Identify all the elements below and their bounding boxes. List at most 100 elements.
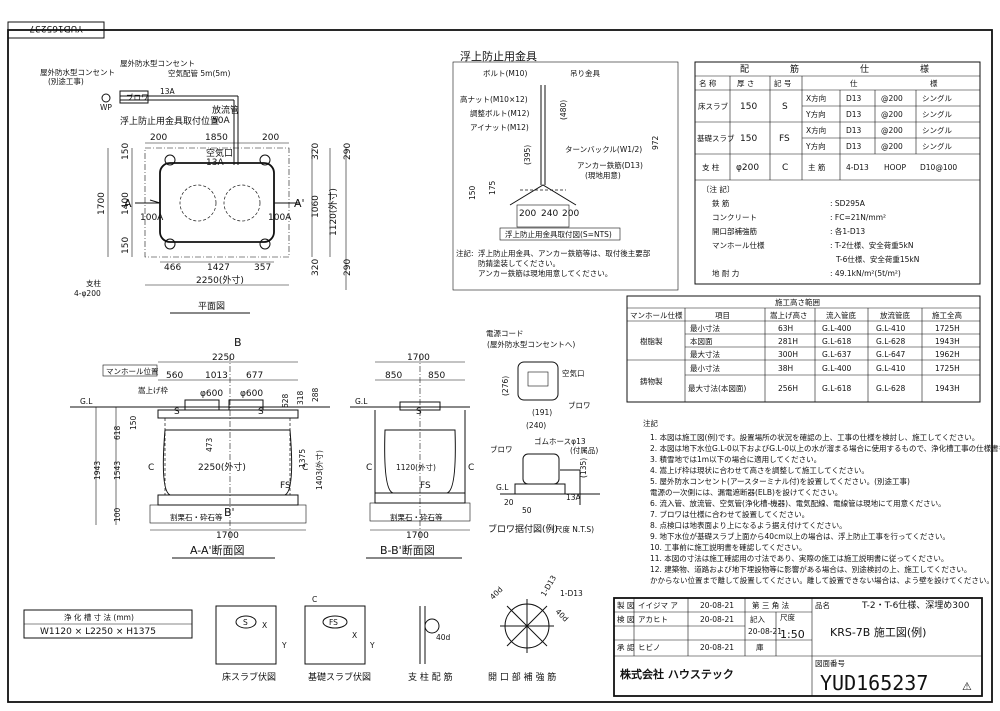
rebar-r1-thick: 150 [740,102,757,112]
sheet-border [7,29,993,703]
rebar-h-spec1: 仕 [850,78,858,88]
anchor-detail-title: 浮上防止用金具 [460,49,537,63]
rebar-r2-name: 基礎スラブ [697,133,735,143]
aa-phi600b: φ600 [240,389,263,399]
tb-drawing-no: YUD165237 [820,671,928,695]
plan-blower [119,90,149,104]
rebar-post-main-val: 4-D13 [846,163,869,172]
note-8: 8. 点検口は地表面より上になるよう据え付けてください。 [650,520,847,530]
anchor-d200a: 200 [519,209,536,219]
rebar-r2-dir2: Y方向 [805,141,826,151]
aa-fs: FS [280,481,291,491]
rebar-r1-pitch1: @200 [881,94,903,103]
floor-slab-sym: S [243,618,248,627]
post-3 [164,238,176,250]
tb-name-2: アカヒト [638,615,668,624]
spec-v-3: : 各1-D13 [830,226,865,236]
tb-role-3: 承 認 [617,642,635,652]
anchor-d200b: 200 [562,209,579,219]
dim-left-1700: 1700 [97,192,107,215]
spec-v-5: T-6仕様、安全荷重15kN [835,254,919,264]
anchor-adj-bolt: 調整ボルト(M12) [470,108,529,118]
ct-h5: 施工全高 [932,310,962,320]
anchor-rebar-note: (現地用意) [585,170,621,180]
post-rebar-title: 支 柱 配 筋 [408,671,453,683]
bl-d50: 50 [522,506,532,515]
tb-scale: 1:50 [780,628,805,641]
aa-d1375: 1375 [298,449,307,468]
bl-d20: 20 [504,498,514,507]
post-4 [259,238,271,250]
rebar-post-hoop-val: D10@100 [920,163,957,172]
spec-v-6: : 49.1kN/m²(5t/m²) [830,269,901,278]
bb-d1700-top: 1700 [407,353,430,363]
aa-d473: 473 [205,437,214,452]
anchor-eye-nut: アイナット(M12) [470,123,529,132]
bl-hose-note: (付属品) [570,445,598,455]
opening-rebar-d13b: 1-D13 [560,589,583,598]
note-12: 12. 建築物、道路および地下埋設物等に影響がある場合は、別途検討の上、施工して… [650,564,971,574]
bl-outlet: (屋外防水型コンセントへ) [487,339,575,349]
label-inlet-100a: 100A [140,213,164,223]
bl-cord: 電源コード [486,329,524,338]
bb-inner: 1120(外寸) [396,462,436,472]
tb-company: 株式会社 ハウステック [620,667,734,681]
note-1: 1. 本図は施工図(例)です。設置場所の状況を確認の上、工事の仕様を検討し、施工… [650,432,979,442]
note-9: 9. 地下水位が基礎スラブ上面から40cm以上の場合は、浮上防止工事を行ってくだ… [650,531,950,541]
plan-tank [159,162,275,243]
bl-d135: (135) [579,458,588,478]
floor-slab-title: 床スラブ伏図 [222,671,276,683]
note-5: 5. 屋外防水コンセント(アースターミナル付)を設置してください。(別途工事) [650,476,910,486]
bb-title: B-B'断面図 [380,543,435,557]
ct-g1-r2-c3: G.L-618 [822,337,851,346]
dim-top-200-right: 200 [262,133,279,143]
spec-v-2: : FC=21N/mm² [830,213,886,222]
ct-g1-r3-c4: G.L-647 [876,350,905,359]
spec-k-1: 鉄 筋 [712,198,730,208]
bl-d240: (240) [526,421,546,430]
label-air-13a: 13A [206,158,224,168]
floor-slab-x: X [262,621,267,630]
plan-view: 屋外防水型コンセント (別途工事) 屋外防水型コンセント WP ブロワ 空気配管… [40,58,353,314]
dim-right-320-bot: 320 [311,259,321,276]
bl-air-port: 空気口 [562,368,585,378]
dim-top-200-left: 200 [150,133,167,143]
rebar-title-2: 筋 [790,63,799,75]
rebar-post-main: 主 筋 [808,162,826,172]
found-slab-x: X [352,631,357,640]
rebar-post-name: 支 柱 [702,162,720,172]
ct-g1-r3-c5: 1962H [935,350,960,359]
label-post-spec: 4-φ200 [74,289,101,298]
dim-left-1400: 1400 [121,192,131,215]
rebar-r2-pitch2: @200 [881,142,903,151]
bb-d850a: 850 [385,371,402,381]
opening-rebar-title: 開 口 部 補 強 筋 [488,671,556,683]
bl-13a: 13A [566,493,582,502]
rebar-r1-sym: S [782,102,788,112]
spec-k-6: 地 耐 力 [712,268,739,278]
size-box-title: 浄 化 槽 寸 法 (mm) [64,612,134,622]
tb-rev-role: 庫 [756,642,764,652]
bl-title: ブロワ据付図(例) [488,523,558,535]
found-slab-c: C [312,595,317,604]
label-wp: WP [100,103,112,112]
post-2 [259,154,271,166]
label-a-right: A' [294,197,305,210]
ct-g2-r1-c4: G.L-410 [876,364,905,373]
note-12b: かからない位置まで離して設置してください。離して設置できない場合は、よう壁を設け… [650,575,994,585]
bl-blower2: ブロワ [490,444,513,454]
bb-d850b: 850 [428,371,445,381]
bb-c1: C [366,463,372,473]
bb-gravel: 割栗石・砕石等 [390,512,443,522]
ct-h3: 流入管底 [826,310,856,320]
aa-d560: 560 [166,371,183,381]
ct-g2-r1-c2: 38H [778,364,793,373]
aa-manhole-pos: マンホール位置 [106,366,159,376]
blower-detail: 電源コード (屋外防水型コンセントへ) 空気口 ブロワ ゴムホースφ13 (付属… [486,329,600,535]
aa-2250-inner: 2250(外寸) [198,461,246,473]
aa-d1700: 1700 [216,531,239,541]
label-outdoor-outlet2: 屋外防水型コンセント [120,58,195,68]
rebar-title-3: 仕 [860,63,869,75]
